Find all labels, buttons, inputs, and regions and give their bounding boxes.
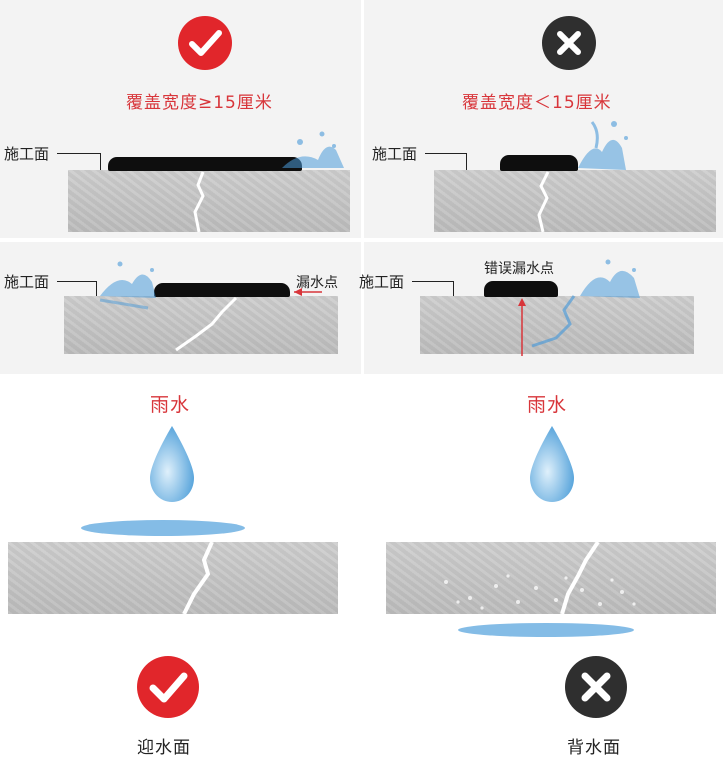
middle-right-scene-overlay bbox=[518, 259, 640, 356]
top-right-leader-v bbox=[466, 153, 467, 171]
middle-right-concrete-slab bbox=[420, 296, 694, 354]
bottom-right-concrete-slab bbox=[386, 542, 716, 614]
top-left-waterproof-tape bbox=[108, 157, 302, 171]
top-left-leader-v bbox=[100, 153, 101, 171]
top-left-title: 覆盖宽度≥15厘米 bbox=[126, 93, 273, 113]
top-right-scene-overlay bbox=[537, 121, 628, 233]
top-left-concrete-slab bbox=[68, 170, 350, 232]
check-icon bbox=[178, 16, 232, 70]
middle-left-leader-h bbox=[57, 281, 97, 282]
top-right-surface-label: 施工面 bbox=[372, 145, 418, 163]
water-drop-icon bbox=[150, 426, 194, 502]
top-right-waterproof-tape bbox=[500, 155, 578, 171]
middle-left-leak-label: 漏水点 bbox=[296, 275, 338, 291]
bottom-left-crack bbox=[182, 542, 214, 614]
bottom-left-rain-label: 雨水 bbox=[150, 394, 191, 416]
top-right-title: 覆盖宽度＜15厘米 bbox=[462, 93, 612, 113]
bottom-right-caption: 背水面 bbox=[567, 738, 621, 758]
bottom-right-seepage-overlay bbox=[444, 542, 636, 637]
middle-left-waterproof-tape bbox=[154, 283, 290, 297]
middle-left-surface-label: 施工面 bbox=[4, 273, 50, 291]
cross-icon bbox=[565, 656, 627, 718]
middle-right-leader-v bbox=[453, 281, 454, 297]
top-left-scene-overlay bbox=[193, 131, 344, 233]
bottom-left-caption: 迎水面 bbox=[137, 738, 191, 758]
top-left-surface-label: 施工面 bbox=[4, 145, 50, 163]
water-drop-icon bbox=[530, 426, 574, 502]
surface-water-puddle bbox=[81, 520, 245, 536]
check-icon bbox=[137, 656, 199, 718]
middle-right-leak-label: 错误漏水点 bbox=[484, 261, 554, 277]
middle-left-leader-v bbox=[96, 281, 97, 297]
middle-right-surface-label: 施工面 bbox=[359, 273, 405, 291]
middle-left-scene-overlay bbox=[99, 261, 322, 352]
top-right-concrete-slab bbox=[434, 170, 716, 232]
top-right-leader-h bbox=[425, 153, 467, 154]
top-left-leader-h bbox=[57, 153, 101, 154]
middle-right-leader-h bbox=[412, 281, 454, 282]
bottom-right-rain-label: 雨水 bbox=[527, 394, 568, 416]
middle-right-waterproof-tape bbox=[484, 281, 558, 297]
bottom-left-concrete-slab bbox=[8, 542, 338, 614]
cross-icon bbox=[542, 16, 596, 70]
middle-left-concrete-slab bbox=[64, 296, 338, 354]
